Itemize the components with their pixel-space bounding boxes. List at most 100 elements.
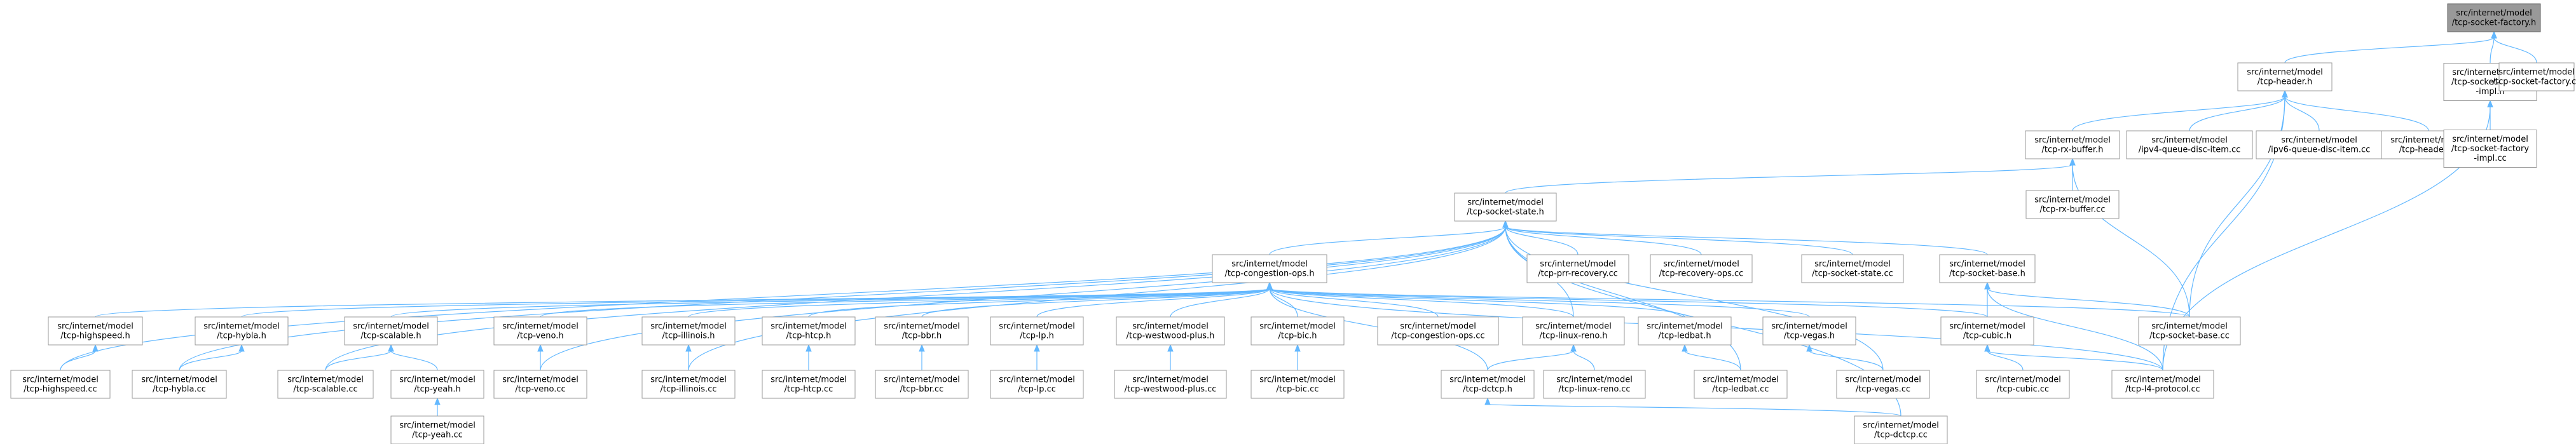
edge-n34-to-n18 (325, 344, 394, 371)
node-tcp-illinois-h[interactable]: src/internet/model/tcp-illinois.h (641, 316, 736, 346)
edge-arrowhead (1984, 344, 1990, 352)
edge-arrowhead (1570, 344, 1577, 352)
edge-arrowhead (388, 344, 394, 352)
node-tcp-hybla-h[interactable]: src/internet/model/tcp-hybla.h (195, 316, 289, 346)
node-tcp-dctcp-cc[interactable]: src/internet/model/tcp-dctcp.cc (1854, 415, 1948, 444)
node-file-label: /tcp-congestion-ops.h (1224, 269, 1314, 279)
node-file-label: /tcp-cubic.h (1963, 332, 2011, 341)
node-dir-label: src/internet/model (1863, 421, 1939, 431)
node-tcp-ledbat-cc[interactable]: src/internet/model/tcp-ledbat.cc (1694, 370, 1788, 399)
node-tcp-ledbat-h[interactable]: src/internet/model/tcp-ledbat.h (1638, 316, 1732, 346)
node-tcp-scalable-cc[interactable]: src/internet/model/tcp-scalable.cc (277, 370, 374, 399)
node-tcp-htcp-cc[interactable]: src/internet/model/tcp-htcp.cc (762, 370, 856, 399)
node-tcp-socket-base-cc[interactable]: src/internet/model/tcp-socket-base.cc (2138, 316, 2241, 346)
node-box (2138, 316, 2241, 346)
node-file-label: /tcp-scalable.h (360, 332, 421, 341)
edge-n49-to-n35 (434, 397, 441, 417)
edge-line (390, 288, 1270, 318)
node-tcp-cubic-cc[interactable]: src/internet/model/tcp-cubic.cc (1976, 370, 2070, 399)
edge-line (1505, 164, 2073, 194)
node-dir-label: src/internet/model (771, 322, 847, 332)
node-tcp-vegas-cc[interactable]: src/internet/model/tcp-vegas.cc (1836, 370, 1930, 399)
node-tcp-linux-reno-cc[interactable]: src/internet/model/tcp-linux-reno.cc (1543, 370, 1646, 399)
node-tcp-dctcp-h[interactable]: src/internet/model/tcp-dctcp.h (1441, 370, 1535, 399)
node-file-label: /tcp-linux-reno.cc (1558, 385, 1630, 394)
node-tcp-linux-reno-h[interactable]: src/internet/model/tcp-linux-reno.h (1522, 316, 1625, 346)
node-box (1543, 370, 1646, 399)
node-file-label: -impl.cc (2474, 154, 2506, 163)
node-tcp-illinois-cc[interactable]: src/internet/model/tcp-illinois.cc (641, 370, 736, 399)
node-dir-label: src/internet/model (1771, 322, 1847, 332)
node-box (1650, 254, 1753, 283)
node-tcp-socket-state-cc[interactable]: src/internet/model/tcp-socket-state.cc (1801, 254, 1904, 283)
node-tcp-vegas-h[interactable]: src/internet/model/tcp-vegas.h (1762, 316, 1856, 346)
edge-n31-to-n4 (2069, 158, 2190, 318)
node-box (2447, 3, 2541, 32)
edge-n44-to-n27 (1570, 344, 1595, 371)
node-dir-label: src/internet/model (2125, 375, 2201, 385)
node-tcp-htcp-h[interactable]: src/internet/model/tcp-htcp.h (762, 316, 856, 346)
edge-line (1269, 288, 1439, 318)
node-tcp-scalable-h[interactable]: src/internet/model/tcp-scalable.h (344, 316, 438, 346)
node-box (1762, 316, 1856, 346)
node-tcp-veno-cc[interactable]: src/internet/model/tcp-veno.cc (493, 370, 587, 399)
node-file-label: /tcp-ledbat.h (1658, 332, 1711, 341)
node-tcp-bic-h[interactable]: src/internet/model/tcp-bic.h (1250, 316, 1345, 346)
node-tcp-highspeed-h[interactable]: src/internet/model/tcp-highspeed.h (48, 316, 143, 346)
edge-n5-to-n1 (2189, 90, 2288, 131)
edge-line (1505, 226, 1579, 255)
node-tcp-hybla-cc[interactable]: src/internet/model/tcp-hybla.cc (132, 370, 227, 399)
node-box (1454, 192, 1557, 222)
edge-line (540, 288, 1270, 318)
node-tcp-rx-buffer-h[interactable]: src/internet/model/tcp-rx-buffer.h (2025, 130, 2120, 159)
node-file-label: /tcp-socket-state.h (1467, 208, 1544, 217)
edge-n11-to-n9 (1269, 220, 1509, 255)
edge-line (390, 350, 438, 371)
node-tcp-highspeed-cc[interactable]: src/internet/model/tcp-highspeed.cc (10, 370, 111, 399)
node-tcp-header-h[interactable]: src/internet/model/tcp-header.h (2237, 62, 2333, 91)
node-box (1441, 370, 1535, 399)
node-tcp-rx-buffer-cc[interactable]: src/internet/model/tcp-rx-buffer.cc (2025, 190, 2120, 219)
node-tcp-yeah-cc[interactable]: src/internet/model/tcp-yeah.cc (390, 415, 484, 444)
node-dir-label: src/internet/model (502, 375, 579, 385)
node-tcp-bbr-h[interactable]: src/internet/model/tcp-bbr.h (875, 316, 969, 346)
node-tcp-socket-state-h[interactable]: src/internet/model/tcp-socket-state.h (1454, 192, 1557, 222)
node-tcp-westwood-plus-cc[interactable]: src/internet/model/tcp-westwood-plus.cc (1114, 370, 1227, 399)
node-dir-label: src/internet/model (884, 375, 960, 385)
node-tcp-congestion-ops-h[interactable]: src/internet/model/tcp-congestion-ops.h (1212, 254, 1327, 283)
node-tcp-prr-recovery-cc[interactable]: src/internet/model/tcp-prr-recovery.cc (1526, 254, 1629, 283)
node-file-label: /tcp-recovery-ops.cc (1659, 269, 1744, 279)
node-box (1939, 254, 2036, 283)
node-tcp-bbr-cc[interactable]: src/internet/model/tcp-bbr.cc (875, 370, 969, 399)
node-dir-label: src/internet/model (2498, 68, 2575, 77)
node-ipv4-queue-disc-item-cc[interactable]: src/internet/model/ipv4-queue-disc-item.… (2126, 130, 2253, 159)
node-tcp-lp-h[interactable]: src/internet/model/tcp-lp.h (990, 316, 1084, 346)
node-tcp-westwood-plus-h[interactable]: src/internet/model/tcp-westwood-plus.h (1116, 316, 1225, 346)
node-ipv6-queue-disc-item-cc[interactable]: src/internet/model/ipv6-queue-disc-item.… (2256, 130, 2383, 159)
node-dir-label: src/internet/model (2456, 9, 2532, 18)
node-tcp-socket-factory-cc[interactable]: src/internet/model/tcp-socket-factory.cc (2493, 62, 2576, 91)
node-box (132, 370, 227, 399)
edge-n14-to-n9 (1502, 220, 1853, 255)
edge-arrowhead (685, 344, 692, 352)
node-tcp-congestion-ops-cc[interactable]: src/internet/model/tcp-congestion-ops.cc (1377, 316, 1499, 346)
node-tcp-veno-h[interactable]: src/internet/model/tcp-veno.h (493, 316, 587, 346)
node-box (1854, 415, 1948, 444)
edge-arrowhead (2487, 100, 2493, 107)
node-tcp-bic-cc[interactable]: src/internet/model/tcp-bic.cc (1250, 370, 1345, 399)
node-tcp-socket-base-h[interactable]: src/internet/model/tcp-socket-base.h (1939, 254, 2036, 283)
node-dir-label: src/internet/model (2151, 322, 2228, 332)
node-tcp-recovery-ops-cc[interactable]: src/internet/model/tcp-recovery-ops.cc (1650, 254, 1753, 283)
node-file-label: /tcp-socket-state.cc (1812, 269, 1893, 279)
node-file-label: /tcp-htcp.cc (784, 385, 833, 394)
node-tcp-l4-protocol-cc[interactable]: src/internet/model/tcp-l4-protocol.cc (2111, 370, 2214, 399)
node-tcp-lp-cc[interactable]: src/internet/model/tcp-lp.cc (990, 370, 1084, 399)
node-tcp-socket-factory-impl-cc[interactable]: src/internet/model/tcp-socket-factory-im… (2443, 130, 2537, 168)
node-tcp-cubic-h[interactable]: src/internet/model/tcp-cubic.h (1940, 316, 2034, 346)
node-file-label: /tcp-hybla.h (217, 332, 266, 341)
node-box (1377, 316, 1499, 346)
edge-n1-to-n0 (2284, 30, 2497, 64)
node-box (1212, 254, 1327, 283)
node-tcp-yeah-h[interactable]: src/internet/model/tcp-yeah.h (390, 370, 484, 399)
